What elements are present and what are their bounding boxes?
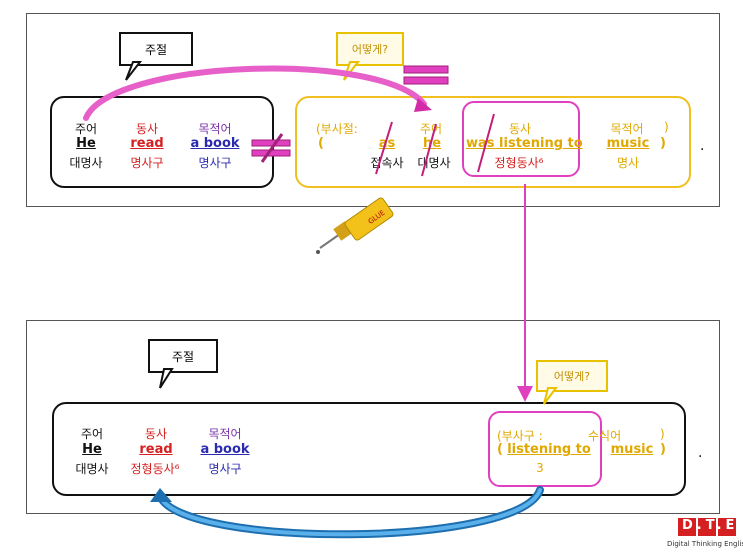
bottom-panel bbox=[26, 320, 720, 514]
phrase-header-open: (부사구 : bbox=[497, 429, 543, 443]
bottom-word-a-book: a book bbox=[200, 442, 250, 457]
top-type-pronoun: 대명사 bbox=[69, 156, 103, 170]
top-how-callout: 어떻게? bbox=[336, 32, 404, 66]
bottom-type-pronoun: 대명사 bbox=[75, 462, 109, 476]
top-role-subject: 주어 bbox=[74, 122, 98, 136]
adverb-type-finite-verb: 정형동사⁶ bbox=[494, 156, 544, 170]
adverb-clause-box bbox=[295, 96, 691, 188]
top-word-read: read bbox=[130, 136, 164, 151]
adverb-clause-header-close: ) bbox=[664, 120, 669, 134]
phrase-note-number: 3 bbox=[536, 461, 544, 475]
logo-letters: D.T.E bbox=[682, 518, 739, 533]
bottom-period: . bbox=[698, 445, 703, 461]
strike-was bbox=[477, 113, 495, 173]
adverb-role-verb: 동사 bbox=[508, 122, 532, 136]
bottom-main-callout-tail bbox=[159, 368, 174, 389]
strike-he bbox=[421, 123, 437, 177]
reorder-arrowhead bbox=[150, 488, 172, 502]
equals-sign bbox=[403, 65, 449, 85]
bottom-how-callout: 어떻게? bbox=[536, 360, 608, 392]
bottom-role-object: 목적어 bbox=[208, 427, 242, 441]
bottom-role-verb: 동사 bbox=[144, 427, 168, 441]
adverb-word-music: music bbox=[606, 136, 650, 151]
adverb-close-paren: ) bbox=[660, 136, 666, 151]
adverb-role-object: 목적어 bbox=[610, 122, 644, 136]
adverb-clause-header-open: (부사절: bbox=[316, 122, 358, 136]
bottom-role-subject: 주어 bbox=[80, 427, 104, 441]
top-type-noun-phrase: 명사구 bbox=[198, 156, 232, 170]
adverb-word-he: he bbox=[422, 136, 442, 151]
bottom-how-callout-tail bbox=[543, 387, 558, 405]
phrase-close-paren: ) bbox=[660, 442, 666, 457]
bottom-main-clause-callout: 주절 bbox=[148, 339, 218, 373]
top-type-finite-verb: 명사구 bbox=[130, 156, 164, 170]
top-main-callout-tail bbox=[125, 61, 143, 81]
bottom-type-noun-phrase: 명사구 bbox=[208, 462, 242, 476]
phrase-header-close: ) bbox=[660, 427, 665, 441]
phrase-word-music: music bbox=[610, 442, 654, 457]
bottom-sentence-box bbox=[52, 402, 686, 496]
top-period: . bbox=[700, 138, 705, 154]
adverb-word-as: as bbox=[378, 136, 396, 151]
adverb-word-was-listening-to: was listening to bbox=[466, 136, 583, 151]
strike-as bbox=[375, 121, 393, 175]
phrase-header-modifier: 수식어 bbox=[588, 429, 622, 443]
logo-caption: Digital Thinking English bbox=[667, 540, 743, 548]
top-word-he: He bbox=[76, 136, 96, 151]
glue-icon: GLUE bbox=[316, 197, 394, 254]
not-equal-sign bbox=[251, 133, 291, 163]
reorder-arrow bbox=[156, 486, 544, 539]
adverb-type-noun: 명사 bbox=[616, 156, 640, 170]
dte-logo bbox=[678, 518, 736, 536]
top-word-a-book: a book bbox=[190, 136, 240, 151]
top-role-verb: 동사 bbox=[135, 122, 159, 136]
adverb-open-paren: ( bbox=[318, 136, 324, 151]
coreference-arc bbox=[83, 65, 427, 121]
phrase-word-listening-to: listening to bbox=[507, 442, 591, 457]
top-role-object: 목적어 bbox=[198, 122, 232, 136]
top-main-clause-callout: 주절 bbox=[119, 32, 193, 66]
bottom-word-he: He bbox=[82, 442, 102, 457]
bottom-type-finite-verb: 정형동사⁶ bbox=[130, 462, 180, 476]
coreference-arrowhead bbox=[414, 98, 432, 112]
bottom-word-read: read bbox=[139, 442, 173, 457]
phrase-open-paren: ( bbox=[497, 442, 503, 457]
verb-group-box bbox=[462, 101, 580, 177]
participle-phrase-box bbox=[488, 411, 602, 487]
